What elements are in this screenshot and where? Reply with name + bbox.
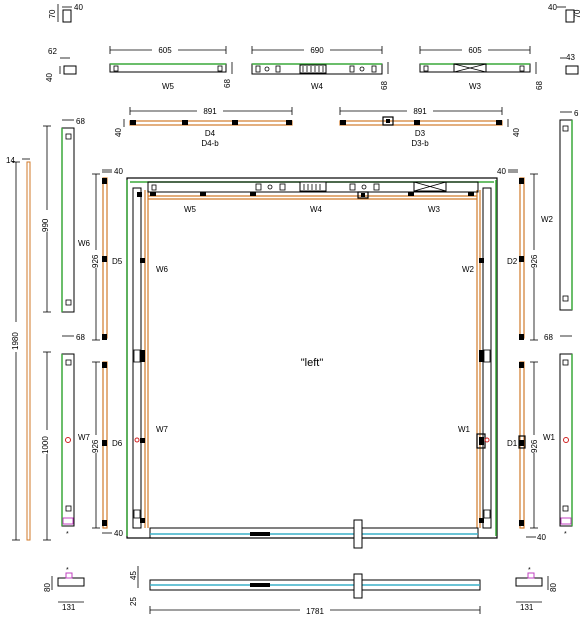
d3-width-dim: 891	[413, 107, 427, 116]
d5-depth-dim: 40	[114, 167, 123, 176]
tl-small-height-dim: 40	[45, 73, 54, 82]
tr-width-dim: 40	[548, 3, 557, 12]
d6-height-dim: 926	[91, 439, 100, 453]
door-elevation-d4: 891 40 D4 D4-b	[114, 106, 293, 148]
tl-small-width-dim: 62	[48, 47, 57, 56]
bottom-height-bottom-dim: 25	[129, 597, 138, 606]
tl-height-dim: 70	[48, 9, 57, 18]
d2-label: D2	[507, 257, 518, 266]
d2-depth-dim: 40	[497, 167, 506, 176]
w4-label: W4	[311, 82, 324, 91]
bl-height-dim: 80	[43, 583, 52, 592]
bottom-width-dim: 1781	[306, 607, 324, 616]
side-elevation-w2: 6 W2	[541, 109, 579, 311]
d3-label: D3	[415, 129, 426, 138]
corner-piece-bottom-right: * 80 131	[515, 567, 558, 612]
door-elevation-d3: 891 40 D3 D3-b	[339, 106, 521, 148]
w5-width-dim: 605	[158, 46, 172, 55]
w2-label: W2	[541, 215, 554, 224]
main-plan-frame	[102, 171, 518, 549]
plan-label-w3: W3	[428, 205, 441, 214]
side-elevation-d2: 40 926 D2	[497, 167, 540, 341]
side-elevation-w1: 68 * W1	[543, 333, 573, 538]
corner-piece-bottom-left: * 80 131	[43, 567, 85, 612]
side-elevation-d6: 926 D6 40	[89, 361, 123, 538]
plan-label-w7: W7	[156, 425, 169, 434]
plan-label-w1: W1	[458, 425, 471, 434]
corner-piece-top-right: 40 70	[548, 3, 582, 23]
bl-width-dim: 131	[62, 603, 76, 612]
left-strip-1980: 1980 14	[6, 156, 31, 541]
side-elevation-d1: 926 D1 40	[507, 361, 546, 542]
d1-height-dim: 926	[530, 439, 539, 453]
left-total-height-dim: 1980	[11, 332, 20, 350]
d1-label: D1	[507, 439, 518, 448]
w4-width-dim: 690	[310, 46, 324, 55]
w1-side-label: W1	[543, 433, 556, 442]
w5-label: W5	[162, 82, 175, 91]
bl-star: *	[66, 567, 69, 574]
center-label: "left"	[301, 357, 324, 369]
side-elevation-w6: 990 68 W6	[39, 117, 91, 313]
w6-height-dim: 990	[41, 218, 50, 232]
window-elevation-w5: 605 68 W5	[109, 45, 233, 91]
w1-star-marker: *	[564, 531, 567, 538]
w7-star-marker: *	[66, 531, 69, 538]
d3-height-dim: 40	[512, 128, 521, 137]
d5-label: D5	[112, 257, 123, 266]
left-strip-width-dim: 14	[6, 156, 15, 165]
d2-height-dim: 926	[530, 254, 539, 268]
plan-label-w6: W6	[156, 265, 169, 274]
window-elevation-w3: 605 68 W3	[419, 45, 544, 91]
corner-piece-top-left-small: 62 40	[45, 47, 77, 82]
w7-depth-dim: 68	[76, 333, 85, 342]
d1-depth-dim: 40	[537, 533, 546, 542]
w7-height-dim: 1000	[41, 436, 50, 454]
d4-height-dim: 40	[114, 128, 123, 137]
d5-height-dim: 926	[91, 254, 100, 268]
d6-label: D6	[112, 439, 123, 448]
w7-label: W7	[78, 433, 91, 442]
br-width-dim: 131	[520, 603, 534, 612]
tr-small-width-dim: 43	[566, 53, 575, 62]
tr-height-dim: 70	[573, 9, 582, 18]
side-elevation-d5: 926 40 D5	[89, 167, 123, 341]
corner-piece-top-left: 70 40	[48, 3, 83, 23]
w2-top-dim: 6	[574, 109, 579, 118]
w3-width-dim: 605	[468, 46, 482, 55]
corner-piece-top-right-small: 43	[560, 53, 579, 75]
d4-width-dim: 891	[203, 107, 217, 116]
plan-label-w2: W2	[462, 265, 475, 274]
side-elevation-w7: 1000 68 * W7	[39, 333, 91, 541]
bottom-threshold-elevation: 45 25 1781	[129, 566, 481, 616]
w4-height-dim: 68	[380, 81, 389, 90]
tl-width-dim: 40	[74, 3, 83, 12]
d4-sub-label: D4-b	[201, 139, 219, 148]
d4-label: D4	[205, 129, 216, 138]
d3-sub-label: D3-b	[411, 139, 429, 148]
plan-label-w4: W4	[310, 205, 323, 214]
w5-height-dim: 68	[223, 79, 232, 88]
w6-label: W6	[78, 239, 91, 248]
window-elevation-w4: 690 68 W4	[251, 45, 389, 91]
plan-label-w5: W5	[184, 205, 197, 214]
w1-depth-dim: 68	[544, 333, 553, 342]
w6-depth-dim: 68	[76, 117, 85, 126]
d6-depth-dim: 40	[114, 529, 123, 538]
br-star: *	[528, 567, 531, 574]
br-height-dim: 80	[549, 583, 558, 592]
w3-label: W3	[469, 82, 482, 91]
w3-height-dim: 68	[535, 81, 544, 90]
bottom-height-top-dim: 45	[129, 571, 138, 580]
